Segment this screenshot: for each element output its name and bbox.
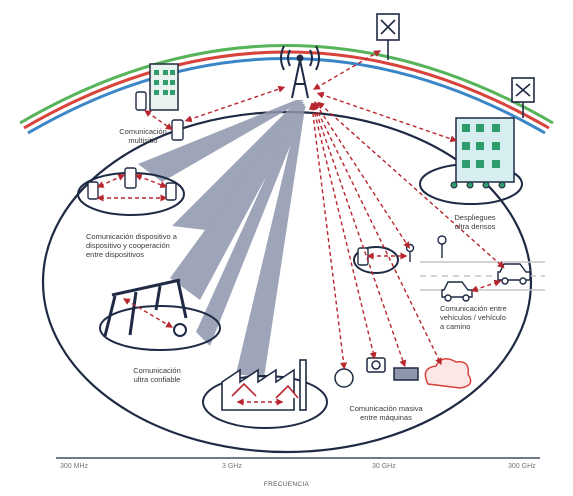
label-multisite: Comunicación multisitio: [119, 127, 167, 145]
router-icon: [376, 13, 400, 60]
robot-arm-icon: [103, 278, 188, 337]
cloud-icon: [424, 358, 472, 389]
car-icon: [441, 281, 473, 302]
car-icon: [497, 263, 531, 285]
massive-iot-icons: [334, 357, 472, 389]
label-massive-machine: Comunicación masiva entre máquinas: [349, 404, 423, 422]
robot-icon: [334, 368, 354, 388]
wireless-links: [96, 50, 505, 406]
router-icon: [511, 77, 535, 118]
axis-tick: 3 GHz: [222, 463, 242, 470]
label-ultra-reliable: Comunicación ultra confiable: [133, 366, 181, 384]
axis-tick: 300 GHz: [508, 463, 536, 470]
axis-tick: 300 MHz: [60, 463, 89, 470]
spectrum-arcs: [19, 44, 554, 135]
beams: [138, 100, 306, 378]
label-d2d: Comunicación dispositivo a dispositivo y…: [86, 232, 177, 259]
factory-zone: [202, 375, 328, 429]
building-icon: [149, 63, 179, 111]
axis-label: FRECUENCIA: [263, 481, 310, 488]
traffic-sensor-icon: [405, 235, 447, 262]
ship-icon: [393, 367, 419, 381]
building-icon: [450, 117, 515, 189]
label-vehicles: Comunicación entre vehículos / vehículo …: [440, 304, 507, 331]
label-ultra-dense: Despliegues ultra densos: [454, 213, 496, 231]
axis-tick: 30 GHz: [372, 463, 396, 470]
